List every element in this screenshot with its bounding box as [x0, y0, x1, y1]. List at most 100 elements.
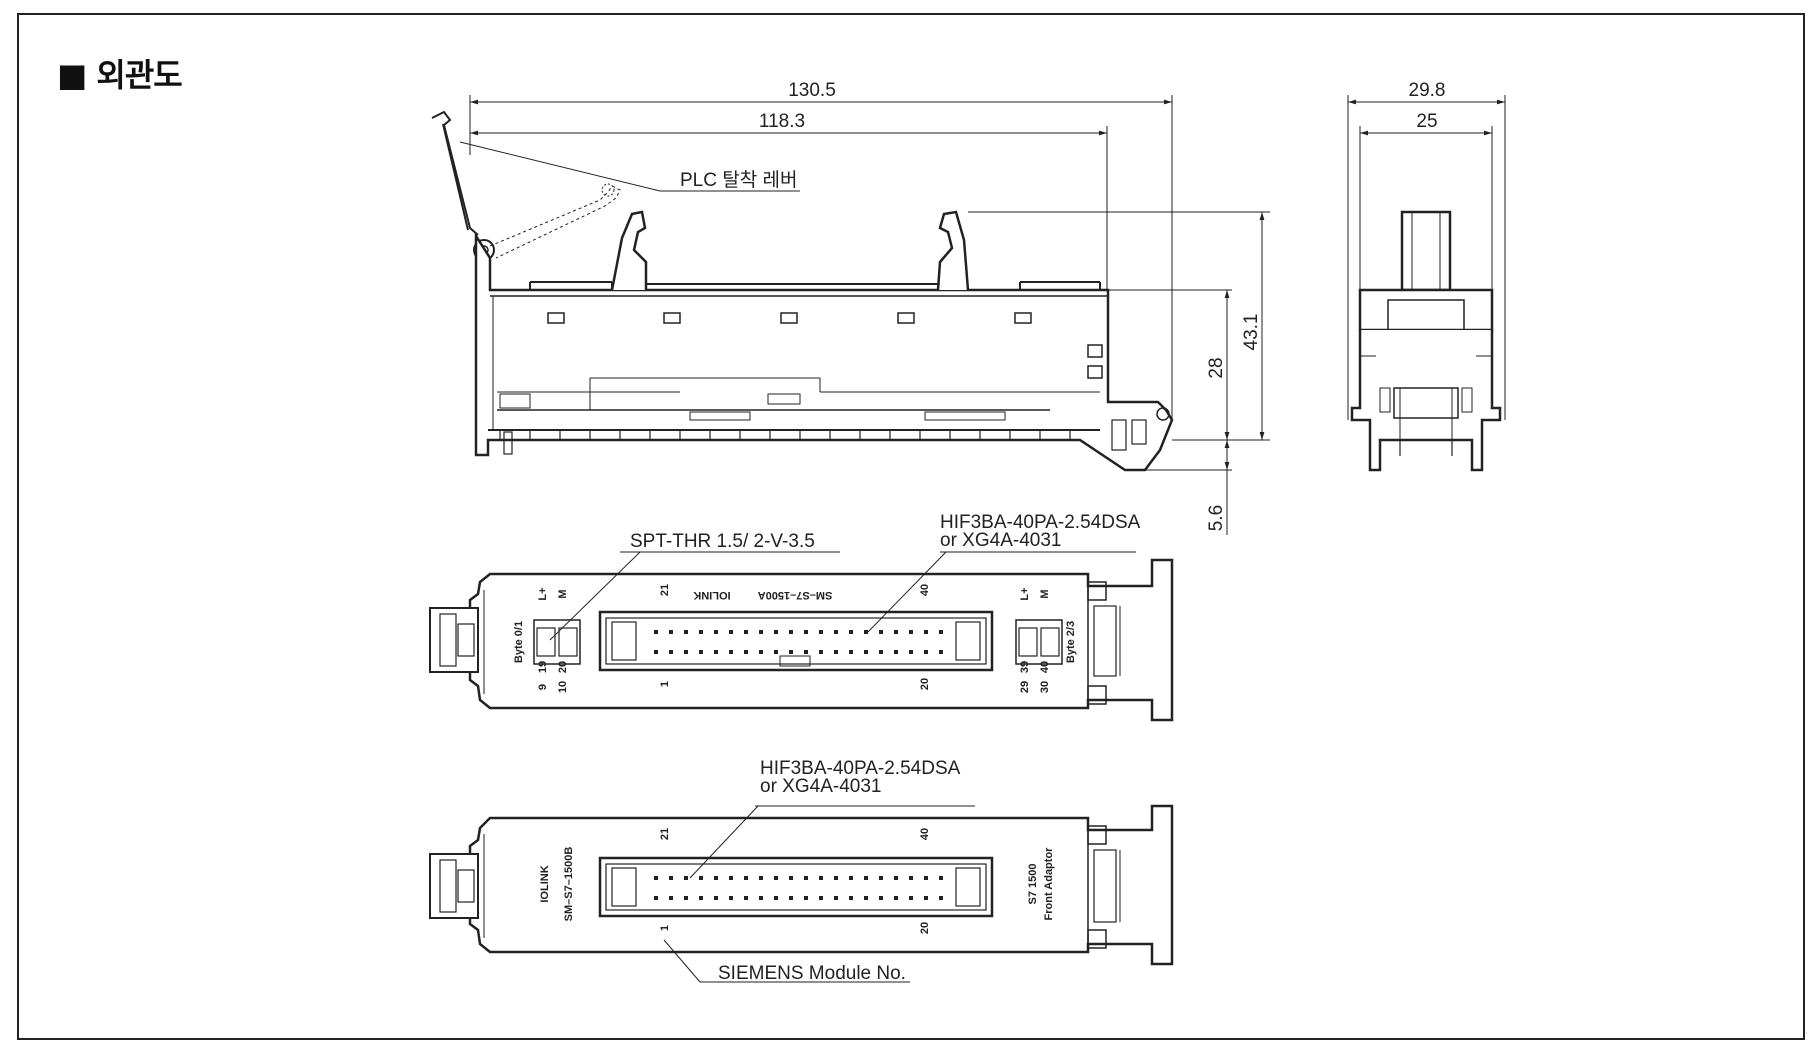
connector-pin	[714, 650, 718, 654]
connector-pin	[804, 876, 808, 880]
end-view	[1347, 95, 1506, 472]
connector-pin	[939, 876, 943, 880]
connector-pin	[714, 896, 718, 900]
connector-pin	[684, 876, 688, 880]
connector-label-a-line2: or XG4A-4031	[940, 530, 1061, 551]
connector-pin	[744, 630, 748, 634]
connector-pin	[714, 876, 718, 880]
connector-pin	[924, 630, 928, 634]
connector-pin	[759, 876, 763, 880]
connector-pin	[744, 650, 748, 654]
top-view-b	[429, 804, 1174, 983]
term-lplus-left: L+	[537, 587, 549, 600]
terminal-label: SPT-THR 1.5/ 2-V-3.5	[630, 531, 815, 552]
lever-label: PLC 탈착 레버	[680, 169, 797, 191]
connector-label-b-line2: or XG4A-4031	[760, 776, 881, 797]
pin-21-a: 21	[659, 584, 671, 596]
connector-pin	[864, 630, 868, 634]
connector-pins-a	[654, 630, 943, 654]
connector-pin	[834, 896, 838, 900]
pin-40-a: 40	[919, 584, 931, 596]
pin-1-b: 1	[659, 925, 671, 931]
term-10: 10	[557, 681, 569, 693]
adaptor-label-line1: S7 1500	[1027, 864, 1039, 905]
connector-pin	[744, 876, 748, 880]
connector-pin	[819, 876, 823, 880]
connector-pin	[729, 876, 733, 880]
connector-pin	[669, 896, 673, 900]
drawing-border	[17, 13, 1805, 1040]
connector-pin	[879, 630, 883, 634]
dim-height-body: 28	[1206, 357, 1227, 378]
connector-pin	[789, 896, 793, 900]
term-40: 40	[1039, 661, 1051, 673]
connector-pin	[699, 650, 703, 654]
connector-pin	[819, 650, 823, 654]
connector-pin	[654, 650, 658, 654]
connector-pin	[729, 896, 733, 900]
term-lplus-right: L+	[1019, 587, 1031, 600]
term-39: 39	[1019, 661, 1031, 673]
connector-pin	[759, 630, 763, 634]
connector-pin	[849, 630, 853, 634]
term-19: 19	[537, 661, 549, 673]
connector-pin	[669, 650, 673, 654]
connector-pin	[849, 896, 853, 900]
connector-pin	[879, 876, 883, 880]
connector-pin	[699, 876, 703, 880]
connector-pin	[879, 650, 883, 654]
connector-pin	[864, 876, 868, 880]
connector-pin	[849, 876, 853, 880]
dim-height-total: 43.1	[1241, 314, 1262, 351]
connector-pin	[684, 650, 688, 654]
page-title: ■ 외관도	[57, 56, 183, 94]
dim-overall-length: 130.5	[788, 80, 836, 101]
connector-pin	[744, 896, 748, 900]
connector-pin	[774, 630, 778, 634]
byte-label-left: Byte 0/1	[513, 621, 525, 663]
connector-pin	[654, 630, 658, 634]
connector-pin	[774, 650, 778, 654]
side-view	[431, 95, 1270, 535]
term-30: 30	[1039, 681, 1051, 693]
term-9: 9	[537, 684, 549, 690]
connector-pin	[774, 896, 778, 900]
connector-pin	[819, 630, 823, 634]
model-name-a: SM–S7–1500A	[758, 589, 833, 601]
pin-20-a: 20	[919, 678, 931, 690]
connector-pin	[669, 630, 673, 634]
term-29: 29	[1019, 681, 1031, 693]
connector-pin	[894, 650, 898, 654]
connector-pin	[864, 896, 868, 900]
connector-pin	[684, 896, 688, 900]
connector-pin	[654, 876, 658, 880]
connector-pin	[699, 630, 703, 634]
pin-21-b: 21	[659, 828, 671, 840]
plc-lever	[431, 110, 479, 236]
connector-pin	[894, 896, 898, 900]
connector-pin	[924, 650, 928, 654]
connector-pin	[759, 650, 763, 654]
connector-pin	[924, 876, 928, 880]
connector-pin	[939, 650, 943, 654]
connector-pin	[684, 630, 688, 634]
connector-label-a-line1: HIF3BA-40PA-2.54DSA	[940, 512, 1141, 533]
connector-pin	[834, 876, 838, 880]
connector-pin	[714, 630, 718, 634]
connector-pin	[849, 650, 853, 654]
dim-inner-width: 25	[1416, 111, 1437, 132]
connector-pins-b	[654, 876, 943, 900]
connector-pin	[789, 876, 793, 880]
connector-pin	[864, 650, 868, 654]
connector-pin	[939, 630, 943, 634]
dim-bottom-offset: 5.6	[1206, 505, 1227, 531]
connector-pin	[909, 896, 913, 900]
connector-pin	[699, 896, 703, 900]
connector-pin	[729, 630, 733, 634]
byte-label-right: Byte 2/3	[1065, 621, 1077, 663]
dim-outer-width: 29.8	[1409, 80, 1446, 101]
pin-1-a: 1	[659, 681, 671, 687]
connector-pin	[909, 876, 913, 880]
